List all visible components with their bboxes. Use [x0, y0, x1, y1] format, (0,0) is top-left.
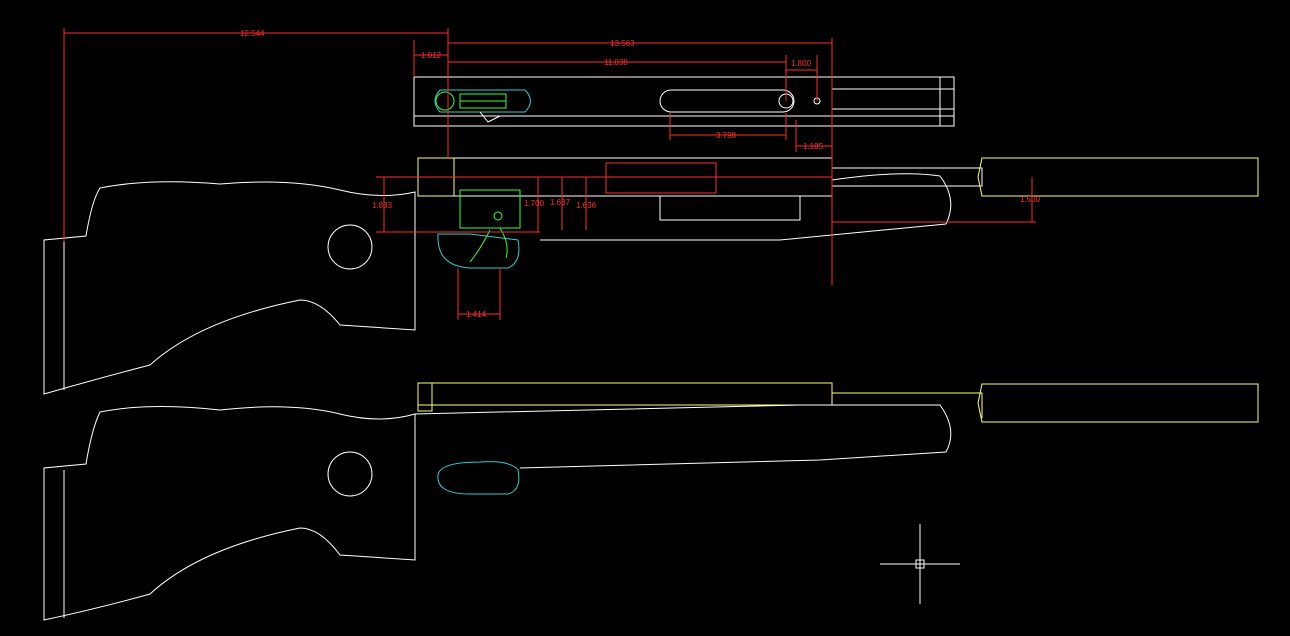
thumbhole-upper[interactable]	[327, 224, 373, 270]
stock-outline-lower[interactable]	[43, 405, 416, 621]
bolt-handle[interactable]	[434, 89, 531, 113]
trigger-unit	[459, 189, 521, 229]
thumbhole-lower[interactable]	[327, 451, 373, 497]
dim-label-trigger-b: 1.637	[550, 198, 571, 207]
receiver-outline[interactable]	[413, 76, 955, 127]
forend-lower[interactable]	[414, 404, 952, 469]
dim-label-bolt-travel: 11.038	[604, 58, 628, 67]
magazine-section	[605, 162, 717, 194]
trigger-guard-lower[interactable]	[437, 461, 520, 495]
dim-label-trigger-a: 1.700	[524, 199, 545, 208]
dim-label-slot: 3.798	[716, 131, 737, 140]
barrel-lower[interactable]	[832, 392, 983, 418]
dim-label-receiver: 13.563	[610, 39, 635, 48]
stock-outline-upper[interactable]	[43, 181, 416, 395]
dimension-labels: 12.544 13.563 1.012 11.038 1.800 3.798 1…	[240, 29, 1041, 319]
dim-label-overall-stock: 12.544	[240, 29, 265, 38]
rear-cap-lower	[417, 382, 433, 412]
moderator-upper[interactable]	[977, 157, 1259, 197]
bolt-assembly-drawing[interactable]	[413, 76, 955, 127]
dim-label-rear-hole: 1.800	[791, 59, 812, 68]
crosshair-cursor-icon	[880, 524, 960, 604]
bolt-latch	[479, 111, 501, 123]
trigger-blade[interactable]	[469, 229, 491, 263]
dimension-layer	[63, 28, 1036, 320]
dim-label-barrel: 1.500	[1020, 195, 1041, 204]
moderator-lower[interactable]	[977, 383, 1259, 423]
rifle-assembled-drawing[interactable]	[43, 382, 1259, 621]
dim-label-trigger-c: 1.636	[576, 201, 597, 210]
dim-label-trigger-guard: 1.414	[466, 310, 487, 319]
trigger-spring	[499, 227, 508, 259]
dim-label-bolt-offset: 1.012	[421, 51, 442, 60]
dim-label-action-height: 1.833	[372, 201, 393, 210]
trigger-pivot	[493, 211, 503, 221]
dim-label-front-hole: 1.185	[803, 142, 824, 151]
trigger-guard-upper[interactable]	[437, 233, 520, 269]
bolt-slot[interactable]	[659, 89, 795, 113]
bolt-handle-pivot[interactable]	[435, 91, 455, 111]
forend-block-upper	[659, 195, 801, 221]
forend-upper[interactable]	[540, 173, 952, 241]
rifle-detail-drawing[interactable]	[43, 157, 1259, 395]
